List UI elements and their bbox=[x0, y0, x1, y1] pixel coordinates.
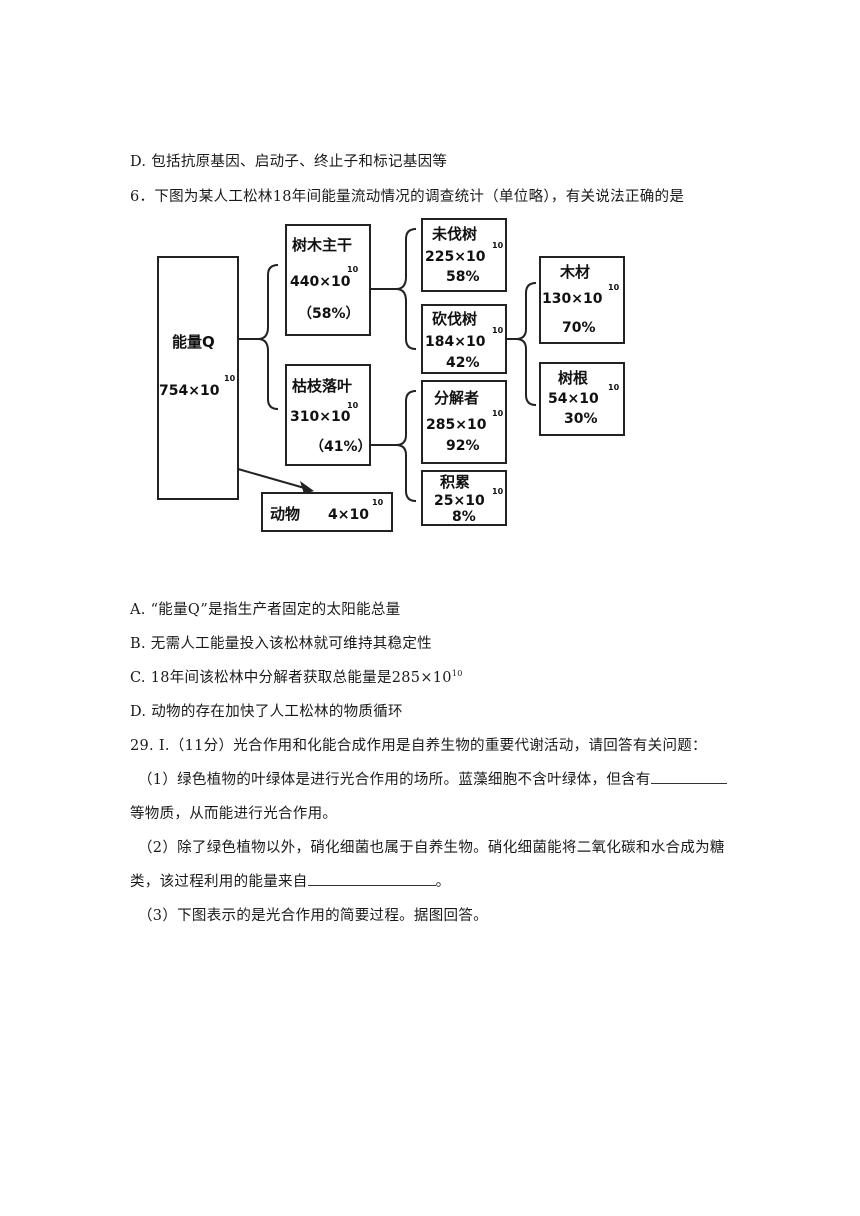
decomposer-pct: 92% bbox=[446, 438, 480, 454]
trunk-box bbox=[285, 224, 371, 336]
option-c-text: C. 18年间该松林中分解者获取总能量是285×10 bbox=[130, 670, 452, 686]
animal-value: 4×10 bbox=[328, 507, 369, 523]
brace-trunk bbox=[395, 228, 417, 350]
answer-blank-1[interactable] bbox=[650, 769, 727, 784]
arrow-to-animal bbox=[237, 468, 309, 490]
root-label: 树根 bbox=[558, 369, 588, 387]
animal-box bbox=[261, 492, 393, 532]
trunk-pct: （58%） bbox=[298, 306, 360, 322]
question-29-intro: 29. Ⅰ.（11分）光合作用和化能合成作用是自养生物的重要代谢活动，请回答有关… bbox=[130, 738, 707, 754]
animal-exp: 10 bbox=[372, 498, 384, 507]
option-b: B. 无需人工能量投入该松林就可维持其稳定性 bbox=[130, 636, 432, 652]
trunk-value: 440×10 bbox=[290, 274, 351, 290]
root-pct: 30% bbox=[564, 411, 598, 427]
litter-value: 310×10 bbox=[290, 409, 351, 425]
q29-part1-line2: 等物质，从而能进行光合作用。 bbox=[130, 806, 338, 822]
uncut-label: 未伐树 bbox=[431, 225, 477, 243]
option-c-exp: 10 bbox=[451, 669, 463, 679]
litter-pct: （41%） bbox=[310, 439, 372, 455]
trunk-exp: 10 bbox=[347, 265, 359, 274]
uncut-exp: 10 bbox=[492, 241, 504, 250]
uncut-value: 225×10 bbox=[425, 249, 486, 265]
cut-exp: 10 bbox=[492, 326, 504, 335]
litter-box bbox=[285, 364, 371, 466]
decomposer-box bbox=[421, 380, 507, 464]
wood-exp: 10 bbox=[608, 283, 620, 292]
q29-part2-line2: 类，该过程利用的能量来自 。 bbox=[130, 870, 450, 891]
cut-pct: 42% bbox=[446, 355, 480, 371]
option-c: C. 18年间该松林中分解者获取总能量是285×1010 bbox=[130, 666, 463, 687]
q29-part3: （3）下图表示的是光合作用的简要过程。据图回答。 bbox=[138, 908, 488, 924]
root-value: 54×10 bbox=[548, 391, 599, 407]
q29-part1-line1: （1）绿色植物的叶绿体是进行光合作用的场所。蓝藻细胞不含叶绿体，但含有 bbox=[138, 768, 727, 789]
root-exp: 10 bbox=[608, 383, 620, 392]
root-box bbox=[539, 362, 625, 436]
wood-label: 木材 bbox=[559, 263, 590, 281]
answer-blank-2[interactable] bbox=[307, 871, 436, 886]
option-a: A. “能量Q”是指生产者固定的太阳能总量 bbox=[130, 602, 401, 618]
cut-value: 184×10 bbox=[425, 334, 486, 350]
accum-pct: 8% bbox=[452, 509, 476, 525]
brace-energy-q bbox=[257, 264, 279, 410]
litter-exp: 10 bbox=[347, 401, 359, 410]
animal-label: 动物 bbox=[270, 505, 300, 523]
decomposer-value: 285×10 bbox=[426, 417, 487, 433]
decomposer-label: 分解者 bbox=[434, 389, 479, 407]
energy-q-exp: 10 bbox=[224, 374, 236, 383]
accum-value: 25×10 bbox=[434, 493, 485, 509]
accum-box bbox=[421, 470, 507, 526]
q29-part2-end: 。 bbox=[435, 874, 451, 890]
decomposer-exp: 10 bbox=[492, 409, 504, 418]
q29-part2-text: 类，该过程利用的能量来自 bbox=[130, 874, 308, 890]
energy-q-value: 754×10 bbox=[159, 383, 220, 399]
question-6-stem: 6．下图为某人工松林18年间能量流动情况的调查统计（单位略），有关说法正确的是 bbox=[130, 189, 685, 205]
option-d: D. 动物的存在加快了人工松林的物质循环 bbox=[130, 704, 403, 720]
uncut-box bbox=[421, 218, 507, 292]
wood-pct: 70% bbox=[562, 320, 596, 336]
accum-label: 积累 bbox=[440, 473, 470, 491]
cut-label: 砍伐树 bbox=[432, 310, 477, 328]
energy-q-box bbox=[157, 256, 239, 500]
energy-q-label: 能量Q bbox=[172, 333, 215, 351]
wood-box bbox=[539, 256, 625, 344]
uncut-pct: 58% bbox=[446, 269, 480, 285]
cut-box bbox=[421, 304, 507, 374]
accum-exp: 10 bbox=[492, 487, 504, 496]
trunk-label: 树木主干 bbox=[292, 236, 352, 254]
litter-label: 枯枝落叶 bbox=[292, 377, 352, 395]
brace-cut bbox=[515, 282, 537, 406]
brace-litter bbox=[395, 390, 417, 502]
prev-option-d: D. 包括抗原基因、启动子、终止子和标记基因等 bbox=[130, 154, 448, 170]
q29-part2-line1: （2）除了绿色植物以外，硝化细菌也属于自养生物。硝化细菌能将二氧化碳和水合成为糖 bbox=[138, 840, 725, 856]
q29-part1-text: （1）绿色植物的叶绿体是进行光合作用的场所。蓝藻细胞不含叶绿体，但含有 bbox=[138, 772, 651, 788]
energy-flow-diagram: 能量Q 754×10 10 树木主干 440×10 10 （58%） 枯枝落叶 … bbox=[157, 218, 625, 532]
wood-value: 130×10 bbox=[542, 291, 603, 307]
